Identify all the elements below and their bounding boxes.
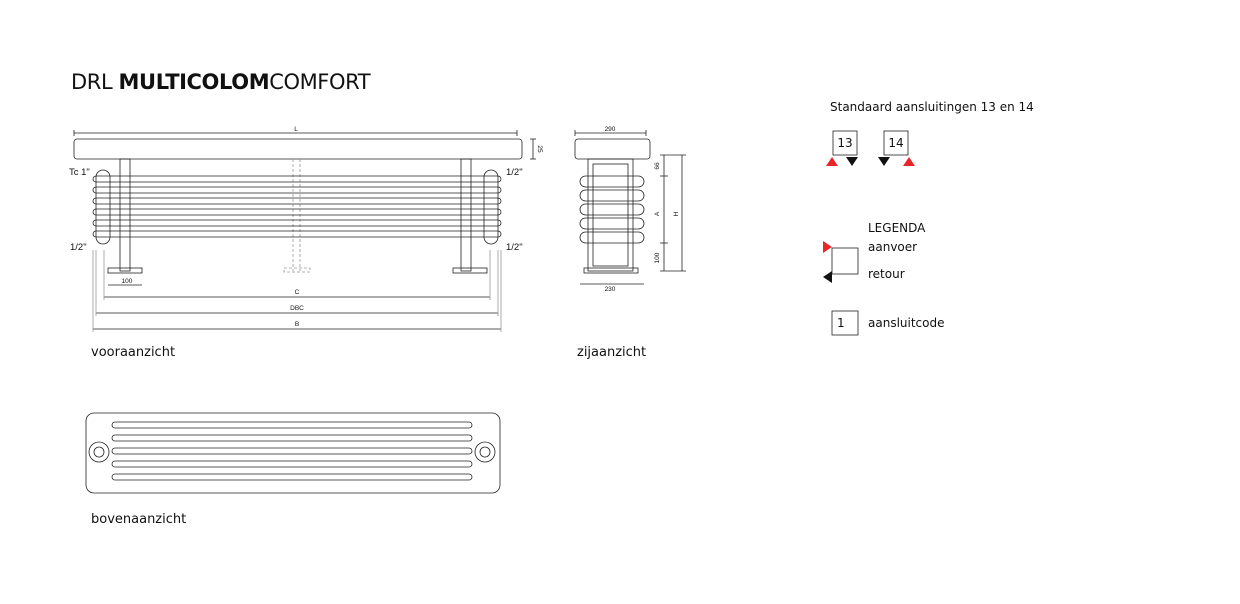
legend-code-example: 1 [837,316,845,330]
connection-13: 13 [826,130,858,166]
supply-arrow-icon [826,157,838,166]
code-box [831,310,859,336]
dim-290: 290 [605,126,616,133]
legend-box [823,241,859,283]
dim-C: C [295,289,300,296]
supply-arrow-icon [823,241,832,253]
fitting-left [88,441,110,463]
dim-A: A [654,211,661,216]
side-view-caption: zijaanzicht [577,345,647,360]
label-half-right-bottom: 1/2" [506,242,523,253]
dim-DBC: DBC [290,305,304,312]
supply-arrow-icon [903,157,915,166]
top-view-caption: bovenaanzicht [91,512,187,527]
return-arrow-icon [878,157,890,166]
radiator-tubes [92,175,502,238]
page-title: DRL MULTICOLOMCOMFORT [71,70,371,94]
legend-supply: aanvoer [868,240,917,254]
connection-14: 14 [878,130,915,166]
header-right [483,169,499,245]
dim-side-100: 100 [654,252,661,263]
dim-B: B [295,321,299,328]
dim-25: 25 [536,145,543,153]
header-left [95,169,111,245]
legend-code-label: aansluitcode [868,316,944,330]
bench-plank [73,138,523,160]
foot-left [107,267,143,274]
label-tc: Tc 1" [69,167,90,178]
top-view [85,412,501,494]
front-view [73,130,536,332]
svg-text:14: 14 [888,136,903,150]
front-view-caption: vooraanzicht [91,345,176,360]
return-arrow-icon [823,271,832,283]
foot-right [452,267,488,274]
connections-heading: Standaard aansluitingen 13 en 14 [830,100,1034,114]
dim-100: 100 [122,278,133,285]
label-half-right-top: 1/2" [506,167,523,178]
side-tubes [579,175,645,244]
dim-66: 66 [654,162,661,170]
legend-return: retour [868,267,905,281]
label-half-left-bottom: 1/2" [70,242,87,253]
dim-230: 230 [605,286,616,293]
fitting-right [474,441,496,463]
side-plank [574,138,651,160]
svg-text:13: 13 [837,136,852,150]
legend-heading: LEGENDA [868,221,926,235]
side-view [574,130,686,285]
top-slots [111,421,473,481]
return-arrow-icon [846,157,858,166]
dim-H: H [673,211,680,216]
top-plate [85,412,501,494]
dim-L: L [294,126,298,133]
